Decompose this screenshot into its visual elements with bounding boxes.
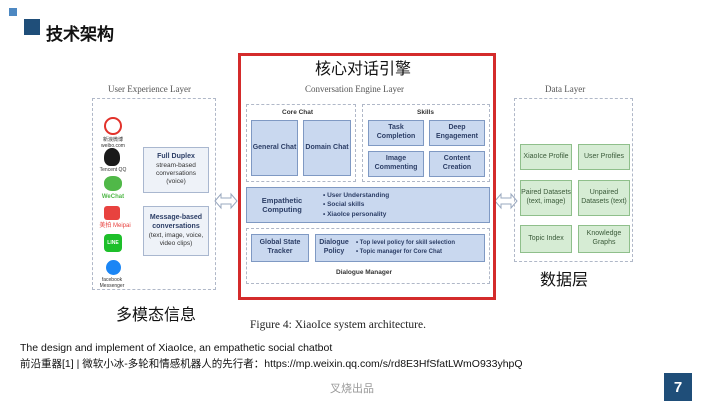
wechat-icon (104, 176, 122, 191)
core-chat-box (246, 104, 356, 182)
header-accent-square (24, 19, 40, 35)
data-layer-title: Data Layer (545, 84, 586, 94)
slide-title: 技术架构 (46, 25, 114, 44)
platform-label: Tencent QQ (99, 167, 127, 173)
deep-engagement-box: Deep Engagement (429, 120, 485, 146)
meipai-icon (104, 206, 120, 220)
engine-layer-title: Conversation Engine Layer (305, 84, 404, 94)
platform-label: 美拍 Meipai (99, 223, 131, 229)
messenger-icon (106, 260, 121, 275)
skills-label: Skills (417, 109, 434, 116)
ux-layer-title: User Experience Layer (108, 84, 191, 94)
ux-engine-arrow (214, 192, 238, 210)
page-number: 7 (664, 373, 692, 401)
multimodal-annotation: 多模态信息 (116, 307, 197, 324)
empathetic-bullets: • User Understanding • Social skills • X… (323, 191, 390, 218)
full-duplex-box: Full Duplex stream-based conversations (… (143, 147, 209, 193)
knowledge-graphs-box: Knowledge Graphs (578, 225, 630, 253)
dialogue-manager-label: Dialogue Manager (336, 269, 392, 276)
dialogue-policy-bullets: • Top level policy for skill selection •… (356, 240, 456, 255)
unpaired-datasets-box: Unpaired Datasets (text) (578, 180, 630, 216)
empathetic-computing-box: Empathetic Computing • User Understandin… (246, 187, 490, 223)
qq-icon (104, 148, 120, 166)
engine-data-arrow (494, 192, 518, 210)
task-completion-box: Task Completion (368, 120, 424, 146)
image-commenting-box: Image Commenting (368, 151, 424, 177)
message-based-box: Message-based conversations (text, image… (143, 206, 209, 256)
dialogue-policy-box: Dialogue Policy • Top level policy for s… (315, 234, 485, 262)
weibo-icon (104, 117, 122, 135)
dialogue-manager-box (246, 228, 490, 284)
data-annotation: 数据层 (540, 272, 589, 289)
engine-highlight-frame (238, 53, 496, 300)
platform-label: WeChat (101, 194, 125, 200)
source-line-2[interactable]: 前沿重器[1] | 微软小冰-多轮和情感机器人的先行者：https://mp.w… (20, 358, 523, 370)
footer-author: 叉烧出品 (330, 383, 374, 395)
user-profiles-box: User Profiles (578, 144, 630, 170)
figure-caption: Figure 4: XiaoIce system architecture. (250, 319, 426, 331)
header-accent-small (9, 8, 17, 16)
global-state-tracker-box: Global State Tracker (251, 234, 309, 262)
line-icon: LINE (104, 234, 122, 252)
domain-chat-box: Domain Chat (303, 120, 351, 176)
data-layer-box (514, 98, 633, 262)
core-chat-label: Core Chat (282, 109, 314, 116)
topic-index-box: Topic Index (520, 225, 572, 253)
general-chat-box: General Chat (251, 120, 298, 176)
paired-datasets-box: Paired Datasets (text, image) (520, 180, 572, 216)
platform-label: facebook Messenger (99, 277, 125, 289)
source-line-1: The design and implement of XiaoIce, an … (20, 342, 333, 354)
engine-annotation: 核心对话引擎 (315, 61, 412, 78)
content-creation-box: Content Creation (429, 151, 485, 177)
empathetic-computing-title: Empathetic Computing (261, 195, 303, 214)
dialogue-policy-title: Dialogue Policy (319, 239, 349, 255)
xiaoice-profile-box: XiaoIce Profile (520, 144, 572, 170)
ux-layer-box (92, 98, 216, 290)
platform-label: 新浪微博 weibo.com (101, 137, 125, 149)
skills-box (362, 104, 490, 182)
